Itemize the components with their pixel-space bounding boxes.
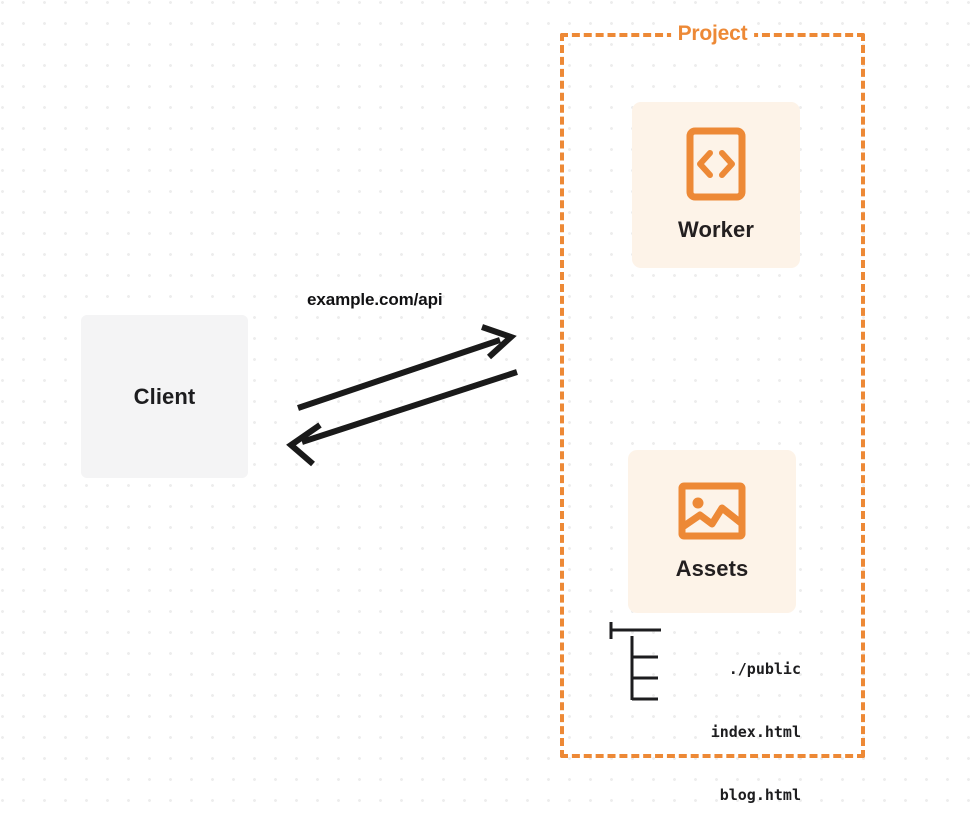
- project-boundary: Project: [560, 22, 865, 758]
- client-node-label: Client: [133, 383, 196, 409]
- worker-node-label: Worker: [678, 217, 754, 242]
- project-title: Project: [670, 22, 755, 46]
- file-tree-item-index: index.html: [710, 723, 801, 741]
- image-picture-icon: [678, 482, 746, 540]
- assets-node[interactable]: Assets: [628, 450, 796, 613]
- file-tree-item-root: ./public: [728, 660, 801, 678]
- assets-node-label: Assets: [675, 555, 749, 581]
- file-tree-item-blog: blog.html: [719, 786, 801, 804]
- worker-node[interactable]: Worker: [632, 102, 800, 268]
- connection-label: example.com/api: [307, 290, 443, 309]
- response-arrow: [286, 369, 518, 467]
- code-brackets-icon: [686, 127, 746, 201]
- request-arrow: [297, 324, 517, 411]
- client-node[interactable]: Client: [81, 315, 248, 478]
- file-tree: ./public index.html blog.html contact.ht…: [600, 617, 801, 818]
